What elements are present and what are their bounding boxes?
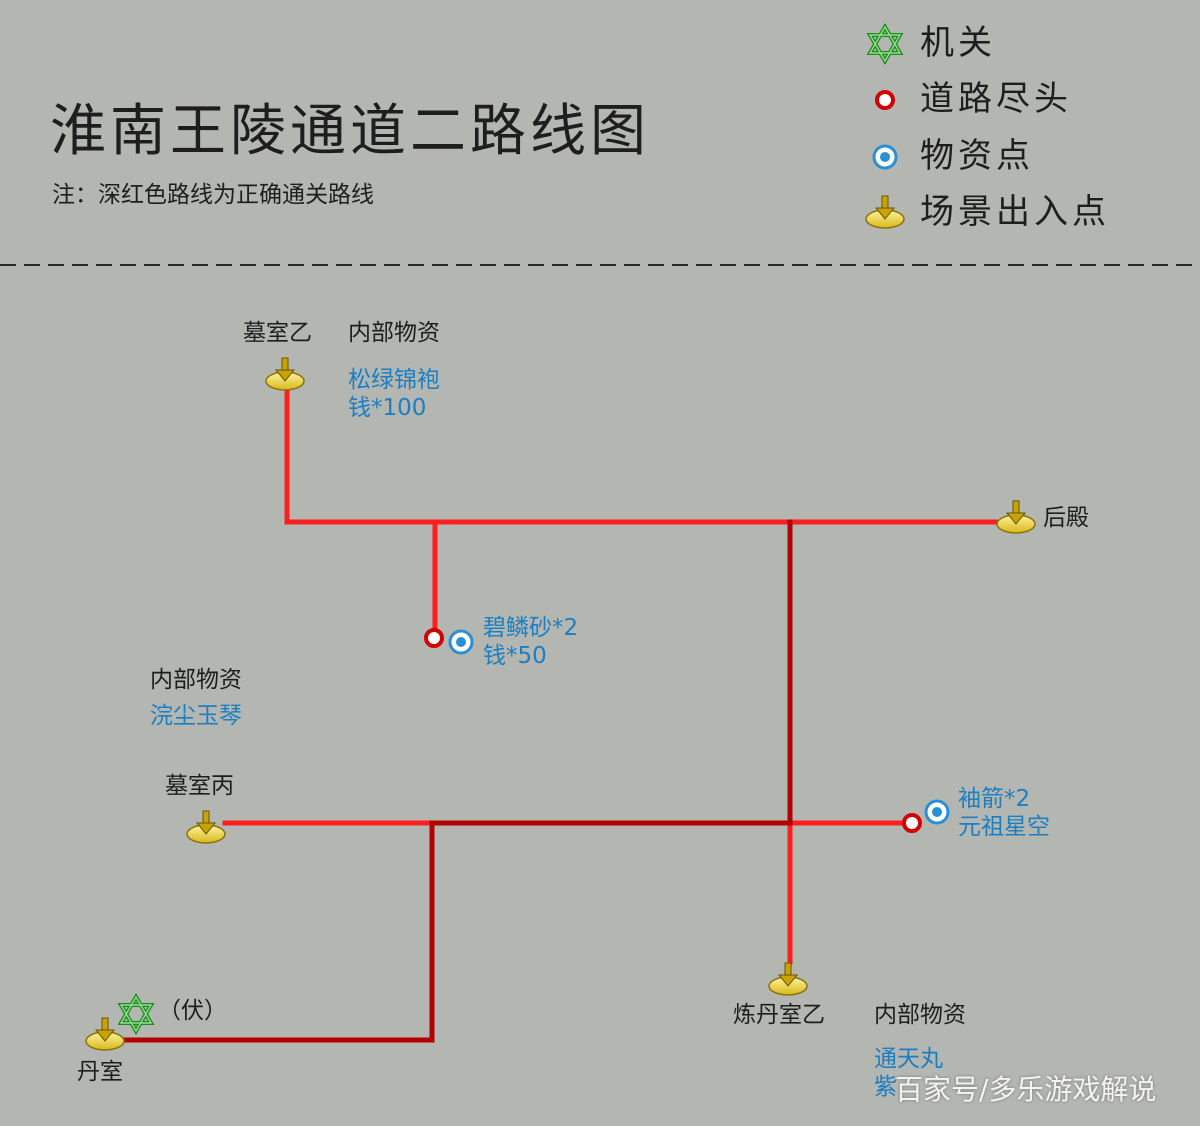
- tomb-c-item: 浣尘玉琴: [150, 703, 242, 729]
- alchemy-b-item: 通天丸: [874, 1046, 943, 1072]
- correct-route-to-pill-room: [117, 820, 435, 1043]
- tomb-b-item: 松绿锦袍: [348, 367, 440, 393]
- correct-route: [117, 519, 793, 1043]
- pill-room-label: 丹室: [77, 1059, 123, 1085]
- legend-mechanism-icon: [868, 25, 902, 63]
- back-hall-exit-icon: [996, 500, 1036, 534]
- other-routes: [222, 385, 998, 965]
- route-tomb-b: [284, 385, 793, 525]
- legend-exit-label: 场景出入点: [920, 192, 1110, 232]
- legend-supply-label: 物资点: [920, 136, 1034, 176]
- tomb-b-exit-icon: [265, 357, 305, 391]
- legend-exit-icon: [865, 195, 905, 229]
- mid-supply-icon: [448, 629, 474, 655]
- back-hall-label: 后殿: [1043, 505, 1089, 531]
- right-supply-item: 元祖星空: [958, 814, 1050, 840]
- mid-supply-item: 钱*50: [483, 643, 547, 669]
- ambush-label: （伏）: [158, 998, 227, 1024]
- tomb-c-exit-icon: [186, 810, 226, 844]
- tomb-b-item: 钱*100: [348, 395, 427, 421]
- legend-dead-end-icon: [875, 90, 895, 110]
- tomb-b-supply-heading: 内部物资: [348, 320, 440, 346]
- legend-dead-end-label: 道路尽头: [920, 79, 1072, 119]
- watermark: 百家号/多乐游戏解说: [895, 1073, 1157, 1106]
- mechanism-icon: [119, 995, 153, 1033]
- route-note: 注：深红色路线为正确通关路线: [52, 182, 374, 208]
- pill-room-exit-icon: [85, 1017, 125, 1051]
- legend-supply-icon: [872, 144, 898, 170]
- tomb-c-supply-heading: 内部物资: [150, 667, 242, 693]
- right-supply-icon: [924, 799, 950, 825]
- right-dead-end-icon: [902, 813, 922, 833]
- tomb-b-label: 墓室乙: [243, 320, 312, 346]
- tomb-c-label: 墓室丙: [165, 773, 234, 799]
- alchemy-b-label: 炼丹室乙: [733, 1002, 825, 1028]
- mid-dead-end-icon: [424, 628, 444, 648]
- alchemy-b-exit-icon: [768, 962, 808, 996]
- alchemy-b-supply-heading: 内部物资: [874, 1002, 966, 1028]
- right-supply-item: 袖箭*2: [958, 786, 1031, 812]
- page-title: 淮南王陵通道二路线图: [50, 99, 650, 164]
- legend-mechanism-label: 机关: [920, 23, 996, 63]
- alchemy-b-item: 紫: [874, 1074, 897, 1100]
- mid-supply-item: 碧鳞砂*2: [483, 615, 579, 641]
